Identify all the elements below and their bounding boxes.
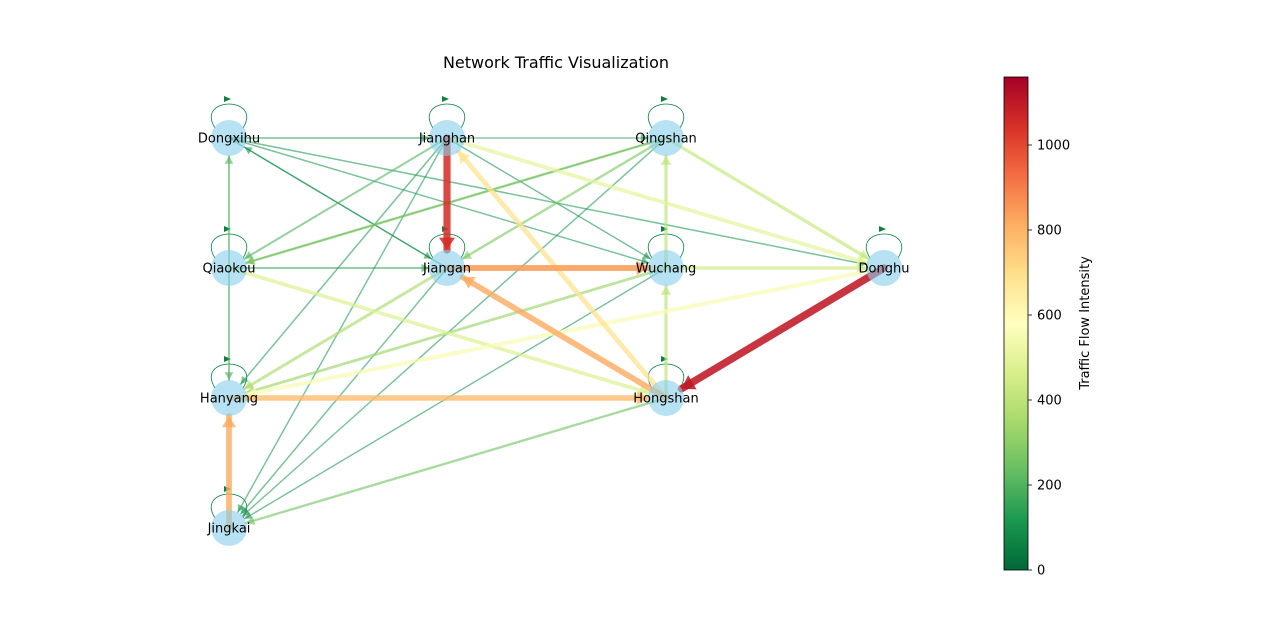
edge-qingshan-to-jingkai [241,137,667,517]
node-qiaokou[interactable] [211,250,247,286]
edge-jiangan-to-dongxihu [243,146,448,269]
node-label-jianghan: Jianghan [418,132,475,147]
edges-layer [211,96,902,531]
colorbar-tick-label: 1000 [1037,139,1070,154]
edge-qingshan-to-donghu [664,136,871,261]
edge-hongshan-to-jianghan [456,149,669,401]
edge-arrow-qingshan-to-qiaokou [246,255,256,266]
edge-donghu-to-hongshan [677,264,888,393]
node-wuchang[interactable] [648,250,684,286]
node-label-hanyang: Hanyang [200,392,258,407]
node-label-jiangan: Jiangan [422,262,471,277]
node-qingshan[interactable] [648,120,684,156]
self-loop-edge-qingshan [648,103,684,129]
edge-wuchang-to-jingkai [243,267,667,520]
edge-jianghan-to-hanyang [239,137,448,385]
edge-jianghan-to-qiaokou [243,136,449,260]
colorbar-tick-label: 600 [1037,309,1062,324]
node-label-dongxihu: Dongxihu [198,132,260,147]
edge-arrow-jianghan-to-hanyang [240,375,249,385]
edge-arrow-jiangan-to-wuchang [636,260,648,276]
node-jiangan[interactable] [429,250,465,286]
edge-arrow-hongshan-to-jingkai [246,516,256,526]
colorbar-gradient [1003,76,1029,571]
edge-arrow-hongshan-to-wuchang [660,286,672,295]
node-dongxihu[interactable] [211,120,247,156]
edge-arrow-jianghan-to-qiaokou [244,250,254,259]
edge-arrow-jiangan-to-donghu [856,262,866,274]
colorbar-tick-label: 0 [1037,564,1045,579]
edge-jiangan-to-jingkai [239,267,448,515]
edge-hongshan-to-jiangan [459,274,669,401]
self-loop-arrow-jianghan [442,96,449,102]
node-jianghan[interactable] [429,120,465,156]
colorbar-tick-label: 800 [1037,224,1062,239]
diagram-title: Network Traffic Visualization [443,53,669,72]
node-label-jingkai: Jingkai [207,522,251,537]
self-loop-edge-dongxihu [211,103,247,129]
edge-arrow-jianghan-to-jiangan [439,237,455,250]
edge-jiangan-to-hanyang [242,266,449,391]
node-hongshan[interactable] [648,380,684,416]
self-loop-edge-donghu [866,233,902,259]
node-label-donghu: Donghu [859,262,910,277]
edge-jianghan-to-wuchang [446,137,652,260]
colorbar-label: Traffic Flow Intensity [1078,256,1093,391]
edge-arrow-qiaokou-to-hongshan [638,384,649,396]
colorbar-tick-label: 200 [1037,479,1062,494]
edge-hongshan-to-jingkai [245,396,668,525]
edge-arrow-qiaokou-to-hanyang [224,372,234,380]
edge-qingshan-to-qiaokou [244,136,668,265]
node-donghu[interactable] [866,250,902,286]
edge-arrow-hongshan-to-jiangan [462,276,476,289]
edge-arrow-qingshan-to-jiangan [462,250,472,259]
self-loop-arrow-donghu [879,226,886,232]
edge-arrow-dongxihu-to-wuchang [640,256,649,265]
edge-arrow-jiangan-to-hanyang [244,379,255,389]
node-jingkai[interactable] [211,510,247,546]
edge-donghu-to-hanyang [244,265,887,397]
colorbar-ticks: 0 200 400 600 800 1000 [1028,139,1070,579]
edge-qiaokou-to-hongshan [227,266,651,395]
edge-arrow-qiaokou-to-dongxihu [224,156,234,164]
edge-arrow-dongxihu-to-jianghan [421,134,429,142]
self-loop-arrow-hanyang [224,356,231,362]
edge-arrow-wuchang-to-jingkai [244,511,253,519]
self-loop-arrow-qiaokou [224,226,231,232]
colorbar: 0 200 400 600 800 1000 Traffic Flow Intensity [1003,76,1093,579]
self-loop-arrow-qingshan [661,96,668,102]
edge-dongxihu-to-wuchang [228,137,650,264]
edge-arrow-jianghan-to-jingkai [237,503,245,513]
node-label-wuchang: Wuchang [636,262,696,277]
edge-jianghan-to-donghu [445,136,869,265]
colorbar-tick-label: 400 [1037,394,1062,409]
edge-jianghan-to-jingkai [237,137,448,514]
node-label-qiaokou: Qiaokou [202,262,255,277]
edge-arrow-jianghan-to-wuchang [642,251,651,259]
self-loop-arrow-dongxihu [224,96,231,102]
self-loop-edge-jianghan [429,103,465,129]
edge-qingshan-to-jiangan [461,136,668,261]
node-label-hongshan: Hongshan [633,392,698,407]
edge-arrow-hanyang-to-hongshan [637,391,648,405]
node-hanyang[interactable] [211,380,247,416]
edge-arrow-wuchang-to-qingshan [660,156,672,165]
edge-arrow-qiaokou-to-jiangan [421,263,429,273]
edge-arrow-jianghan-to-donghu [856,254,867,266]
edge-arrow-jingkai-to-hanyang [221,416,237,428]
edge-arrow-hongshan-to-jianghan [458,151,471,164]
edge-arrow-jiangan-to-dongxihu [244,147,253,155]
edge-dongxihu-to-donghu [228,137,868,266]
edge-arrow-donghu-to-hongshan [681,375,697,390]
node-label-qingshan: Qingshan [635,132,697,147]
edge-arrow-qingshan-to-jingkai [242,508,251,517]
edge-arrow-jianghan-to-qingshan [640,134,648,142]
edge-wuchang-to-hanyang [244,266,668,395]
